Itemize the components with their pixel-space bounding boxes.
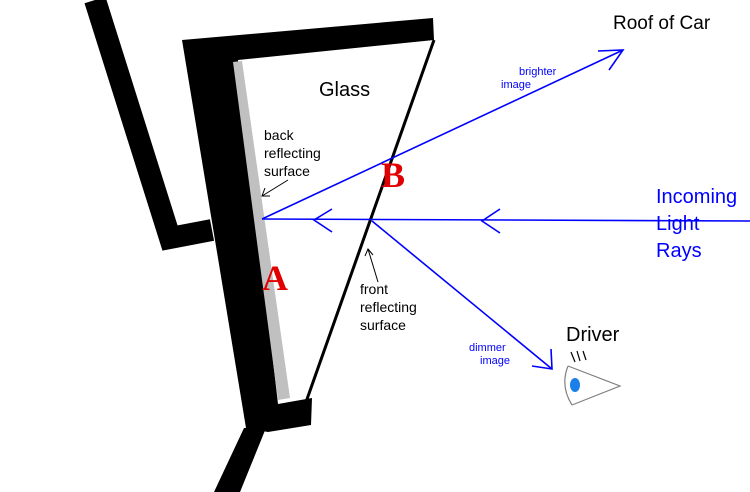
front-surface-label-line: front <box>360 281 388 297</box>
dimmer-arrowhead <box>531 348 553 370</box>
mirror-stem <box>214 428 266 492</box>
mirror-mount-arm <box>84 0 215 251</box>
back-surface-label: back reflecting surface <box>264 127 325 179</box>
incoming-rays-label-line: Incoming <box>656 186 737 208</box>
incoming-rays-label-line: Rays <box>656 240 702 262</box>
front-surface-label-line: reflecting <box>360 299 417 315</box>
driver-label: Driver <box>566 324 620 346</box>
front-surface-pointer-head <box>364 248 374 257</box>
brighter-image-label: brighter image <box>501 66 559 91</box>
roof-label: Roof of Car <box>613 13 711 34</box>
mirror-housing <box>182 18 434 432</box>
eye-lid <box>564 365 573 406</box>
brighter-arrowhead <box>597 49 625 71</box>
back-reflecting-surface <box>233 61 290 400</box>
back-surface-label-line: back <box>264 127 295 143</box>
back-surface-pointer <box>261 179 289 197</box>
front-surface-pointer <box>367 248 379 283</box>
dimmer-image-label-line: image <box>480 355 510 367</box>
eye-icon <box>564 350 622 406</box>
incoming-rays-label-line: Light <box>656 213 700 235</box>
point-a-label: A <box>262 258 288 298</box>
dimmer-image-label: dimmer image <box>469 342 510 367</box>
front-surface-label-line: surface <box>360 317 406 333</box>
incoming-arrowhead-right <box>480 208 501 234</box>
light-rays <box>261 49 750 370</box>
front-glass-surface <box>304 39 436 403</box>
glass-label: Glass <box>319 79 370 101</box>
incoming-rays-label: Incoming Light Rays <box>656 186 743 262</box>
back-surface-pointer-head <box>261 187 270 197</box>
back-surface-label-line: surface <box>264 163 310 179</box>
dimmer-image-label-line: dimmer <box>469 342 506 354</box>
brighter-reflected-ray <box>261 49 624 220</box>
incoming-arrowhead-left <box>312 208 333 233</box>
eye-pupil <box>570 378 580 392</box>
incoming-ray <box>261 218 750 222</box>
front-surface-label: front reflecting surface <box>360 281 421 333</box>
point-b-label: B <box>381 155 405 195</box>
brighter-image-label-line: brighter <box>519 66 557 78</box>
back-surface-label-line: reflecting <box>264 145 321 161</box>
dimmer-reflected-ray <box>371 220 553 370</box>
eye-outline <box>567 365 622 406</box>
eyelashes <box>570 350 587 363</box>
brighter-image-label-line: image <box>501 79 531 91</box>
